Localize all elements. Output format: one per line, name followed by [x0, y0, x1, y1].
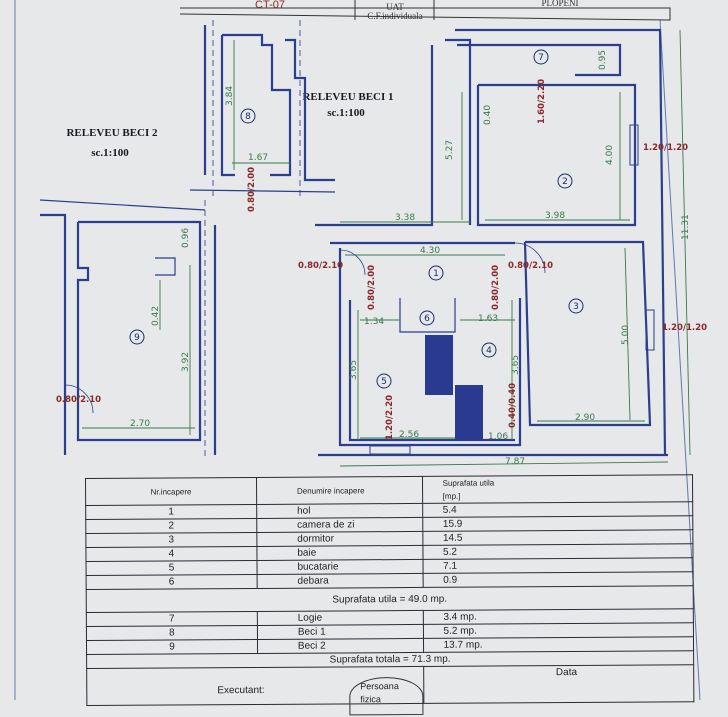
- row-name: Beci 1: [257, 624, 424, 640]
- floor-plan: CT-07 UAT C.F.individuala PLOPENI RELEVE…: [14, 0, 707, 700]
- scale-beci-2: sc.1:100: [91, 147, 129, 159]
- row-nr: 7: [86, 611, 258, 627]
- locality: PLOPENI: [541, 0, 578, 8]
- door-beci2: 0.80/2.10: [56, 395, 101, 405]
- plan-code: CT-07: [255, 0, 285, 11]
- dim-0-95: 0.95: [598, 50, 608, 70]
- signature-row: Executant: Persoana fizica Data: [86, 664, 694, 716]
- row-name: hol: [256, 503, 423, 519]
- dim-beci2-length: 3.92: [181, 352, 191, 372]
- row-name: baie: [256, 545, 423, 561]
- door-room-3: 0.80/2.10: [508, 261, 553, 271]
- title-beci-2: RELEVEU BECI 2: [66, 127, 158, 139]
- tile-pattern: [425, 335, 483, 440]
- header-area-label: Suprafata utila: [442, 478, 495, 488]
- dim-3-98: 3.98: [545, 211, 565, 221]
- apartment-walls: [315, 28, 691, 467]
- dim-4-30: 4.30: [420, 246, 440, 256]
- scale-beci-1: sc.1:100: [327, 107, 365, 119]
- room-area-table: Nr.incapere Denumire incapere Suprafata …: [85, 474, 694, 716]
- row-name: Beci 2: [257, 638, 424, 654]
- row-nr: 3: [85, 532, 257, 548]
- row-nr: 8: [86, 625, 258, 641]
- window-room-3: 1.20/1.20: [662, 323, 707, 333]
- room-3-label: 3: [573, 302, 579, 312]
- room-7-label: 7: [538, 53, 544, 63]
- dim-4-00: 4.00: [605, 145, 615, 165]
- door-room-4: 0.80/2.00: [491, 265, 501, 310]
- dim-2-56: 2.56: [399, 430, 419, 440]
- header-area: Suprafata utila [mp.]: [422, 474, 693, 504]
- header-name: Denumire incapere: [256, 476, 423, 505]
- table-header: Nr.incapere Denumire incapere Suprafata …: [85, 474, 693, 506]
- room-9-label: 9: [134, 333, 140, 343]
- row-nr: 5: [86, 560, 257, 576]
- window-room-2: 1.20/1.20: [643, 143, 688, 153]
- uat-label: UAT: [386, 2, 404, 12]
- page-border-right: [659, 19, 701, 700]
- row-name: debara: [256, 573, 423, 589]
- door-entrance: 0.80/2.10: [298, 261, 343, 271]
- title-block: CT-07 UAT C.F.individuala PLOPENI: [179, 0, 671, 21]
- dim-beci1-width: 1.67: [248, 153, 268, 163]
- dim-5-00: 5.00: [621, 325, 631, 345]
- dim-3-38: 3.38: [395, 213, 415, 223]
- header-nr: Nr.incapere: [85, 477, 257, 506]
- executant-label: Executant:: [217, 684, 265, 697]
- room-2-label: 2: [562, 177, 568, 187]
- dim-beci2-small: 0.96: [181, 228, 191, 248]
- dim-3-65-left: 3.65: [349, 360, 359, 380]
- row-name: bucatarie: [256, 559, 423, 575]
- dim-0-40: 0.40: [483, 105, 493, 125]
- dim-beci2-offset: 0.42: [151, 306, 161, 326]
- stamp: Persoana fizica: [349, 676, 424, 716]
- dim-1-34: 1.34: [364, 317, 384, 327]
- dim-2-90: 2.90: [575, 413, 595, 423]
- header-area-unit: [mp.]: [442, 491, 461, 501]
- window-room-5: 1.20/2.20: [385, 395, 395, 440]
- room-4-label: 4: [486, 346, 492, 356]
- cf-label: C.F.individuala: [367, 11, 422, 21]
- row-name: Logie: [257, 610, 423, 626]
- dim-3-65-right: 3.65: [511, 355, 521, 375]
- door-room-5: 0.80/2.00: [367, 265, 377, 310]
- window-logia: 1.60/2.20: [537, 79, 547, 124]
- basement-1-walls: [189, 20, 336, 200]
- dim-beci2-width: 2.70: [130, 419, 150, 429]
- room-5-label: 5: [381, 377, 387, 387]
- dim-1-63: 1.63: [478, 314, 498, 324]
- room-8-label: 8: [245, 112, 251, 122]
- dim-5-27: 5.27: [445, 140, 455, 160]
- date-label: Data: [423, 664, 694, 704]
- title-beci-1: RELEVEU BECI 1: [302, 91, 393, 103]
- row-name: camera de zi: [256, 517, 423, 533]
- room-6-label: 6: [424, 314, 430, 324]
- door-beci1: 0.80/2.00: [247, 167, 257, 212]
- row-nr: 2: [85, 518, 257, 534]
- row-nr: 1: [85, 504, 257, 520]
- row-nr: 4: [85, 546, 257, 562]
- dim-7-87: 7.87: [505, 457, 525, 467]
- window-room-4: 0.40/0.40: [508, 383, 518, 428]
- row-name: dormitor: [256, 531, 423, 547]
- dim-11-31: 11.31: [681, 214, 691, 240]
- row-nr: 6: [86, 574, 258, 590]
- basement-2-walls: [39, 199, 217, 460]
- dim-beci1-length: 3.84: [225, 86, 235, 106]
- room-1-label: 1: [433, 269, 439, 279]
- row-nr: 9: [86, 639, 258, 655]
- dim-1-06: 1.06: [488, 432, 508, 442]
